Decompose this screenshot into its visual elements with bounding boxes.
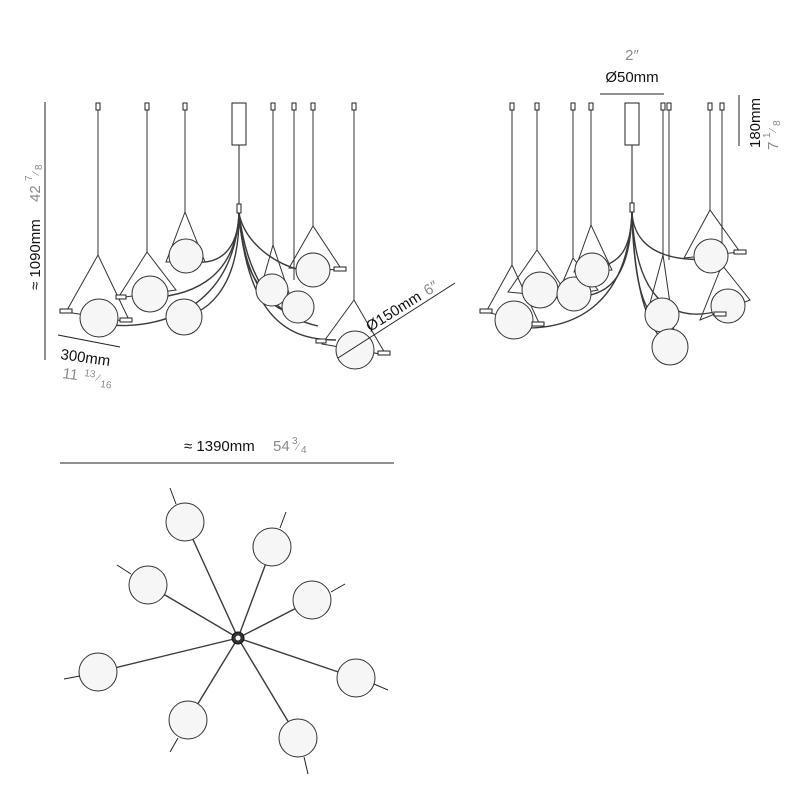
svg-text:⁄: ⁄ (94, 373, 101, 385)
svg-text:⁄: ⁄ (31, 171, 42, 177)
spread-imperial-den: 16 (100, 379, 113, 392)
suspension-cables (97, 103, 355, 300)
height-dimension: ≈ 1090mm 42 7 ⁄ 8 (24, 102, 46, 360)
total-width-metric: ≈ 1390mm (184, 438, 255, 455)
side-suspension-cables (511, 103, 723, 265)
cable-clips (95, 102, 357, 111)
side-cable-clips (509, 102, 725, 111)
canopy-height-den: 8 (772, 120, 783, 126)
height-metric-label: ≈ 1090mm (27, 219, 44, 290)
spread-imperial-whole: 11 (61, 365, 79, 384)
canopy (231, 102, 247, 146)
top-plan-view: ≈ 1390mm 54 3 ⁄ 4 (60, 436, 394, 775)
plan-rods (63, 487, 389, 775)
side-canopy (624, 102, 640, 146)
side-frame-rods (479, 249, 747, 327)
total-width-den: 4 (301, 445, 307, 456)
canopy-height-dimension: 180mm 7 1 ⁄ 8 (738, 95, 783, 150)
side-glass-globes (494, 238, 746, 366)
front-elevation-view: ≈ 1090mm 42 7 ⁄ 8 300mm 11 13 ⁄ 16 Ø150m… (24, 102, 456, 392)
svg-text:⁄: ⁄ (768, 128, 779, 134)
plan-spokes (97, 521, 357, 739)
height-imperial-whole: 42 (27, 185, 44, 202)
canopy-height-whole: 7 (765, 142, 782, 150)
spread-dimension: 300mm 11 13 ⁄ 16 (57, 334, 121, 392)
canopy-height-metric: 180mm (747, 98, 764, 148)
canopy-imperial-label: 2″ (625, 47, 639, 64)
plan-globes (78, 502, 376, 758)
svg-text:⁄: ⁄ (294, 442, 300, 453)
spread-imperial-num: 13 (84, 368, 97, 381)
frame-rods (59, 266, 391, 356)
total-width-num: 3 (292, 436, 298, 447)
globe-imperial-label: 6″ (421, 277, 442, 299)
height-imperial-den: 8 (34, 164, 45, 170)
canopy-height-num: 1 (762, 132, 773, 138)
height-imperial-num: 7 (24, 175, 35, 181)
spread-metric-label: 300mm (59, 346, 111, 370)
side-elevation-view: 2″ Ø50mm 180mm 7 1 ⁄ 8 (479, 47, 783, 366)
total-width-whole: 54 (273, 438, 290, 455)
canopy-metric-label: Ø50mm (605, 69, 658, 86)
globe-metric-label: Ø150mm (363, 288, 424, 335)
